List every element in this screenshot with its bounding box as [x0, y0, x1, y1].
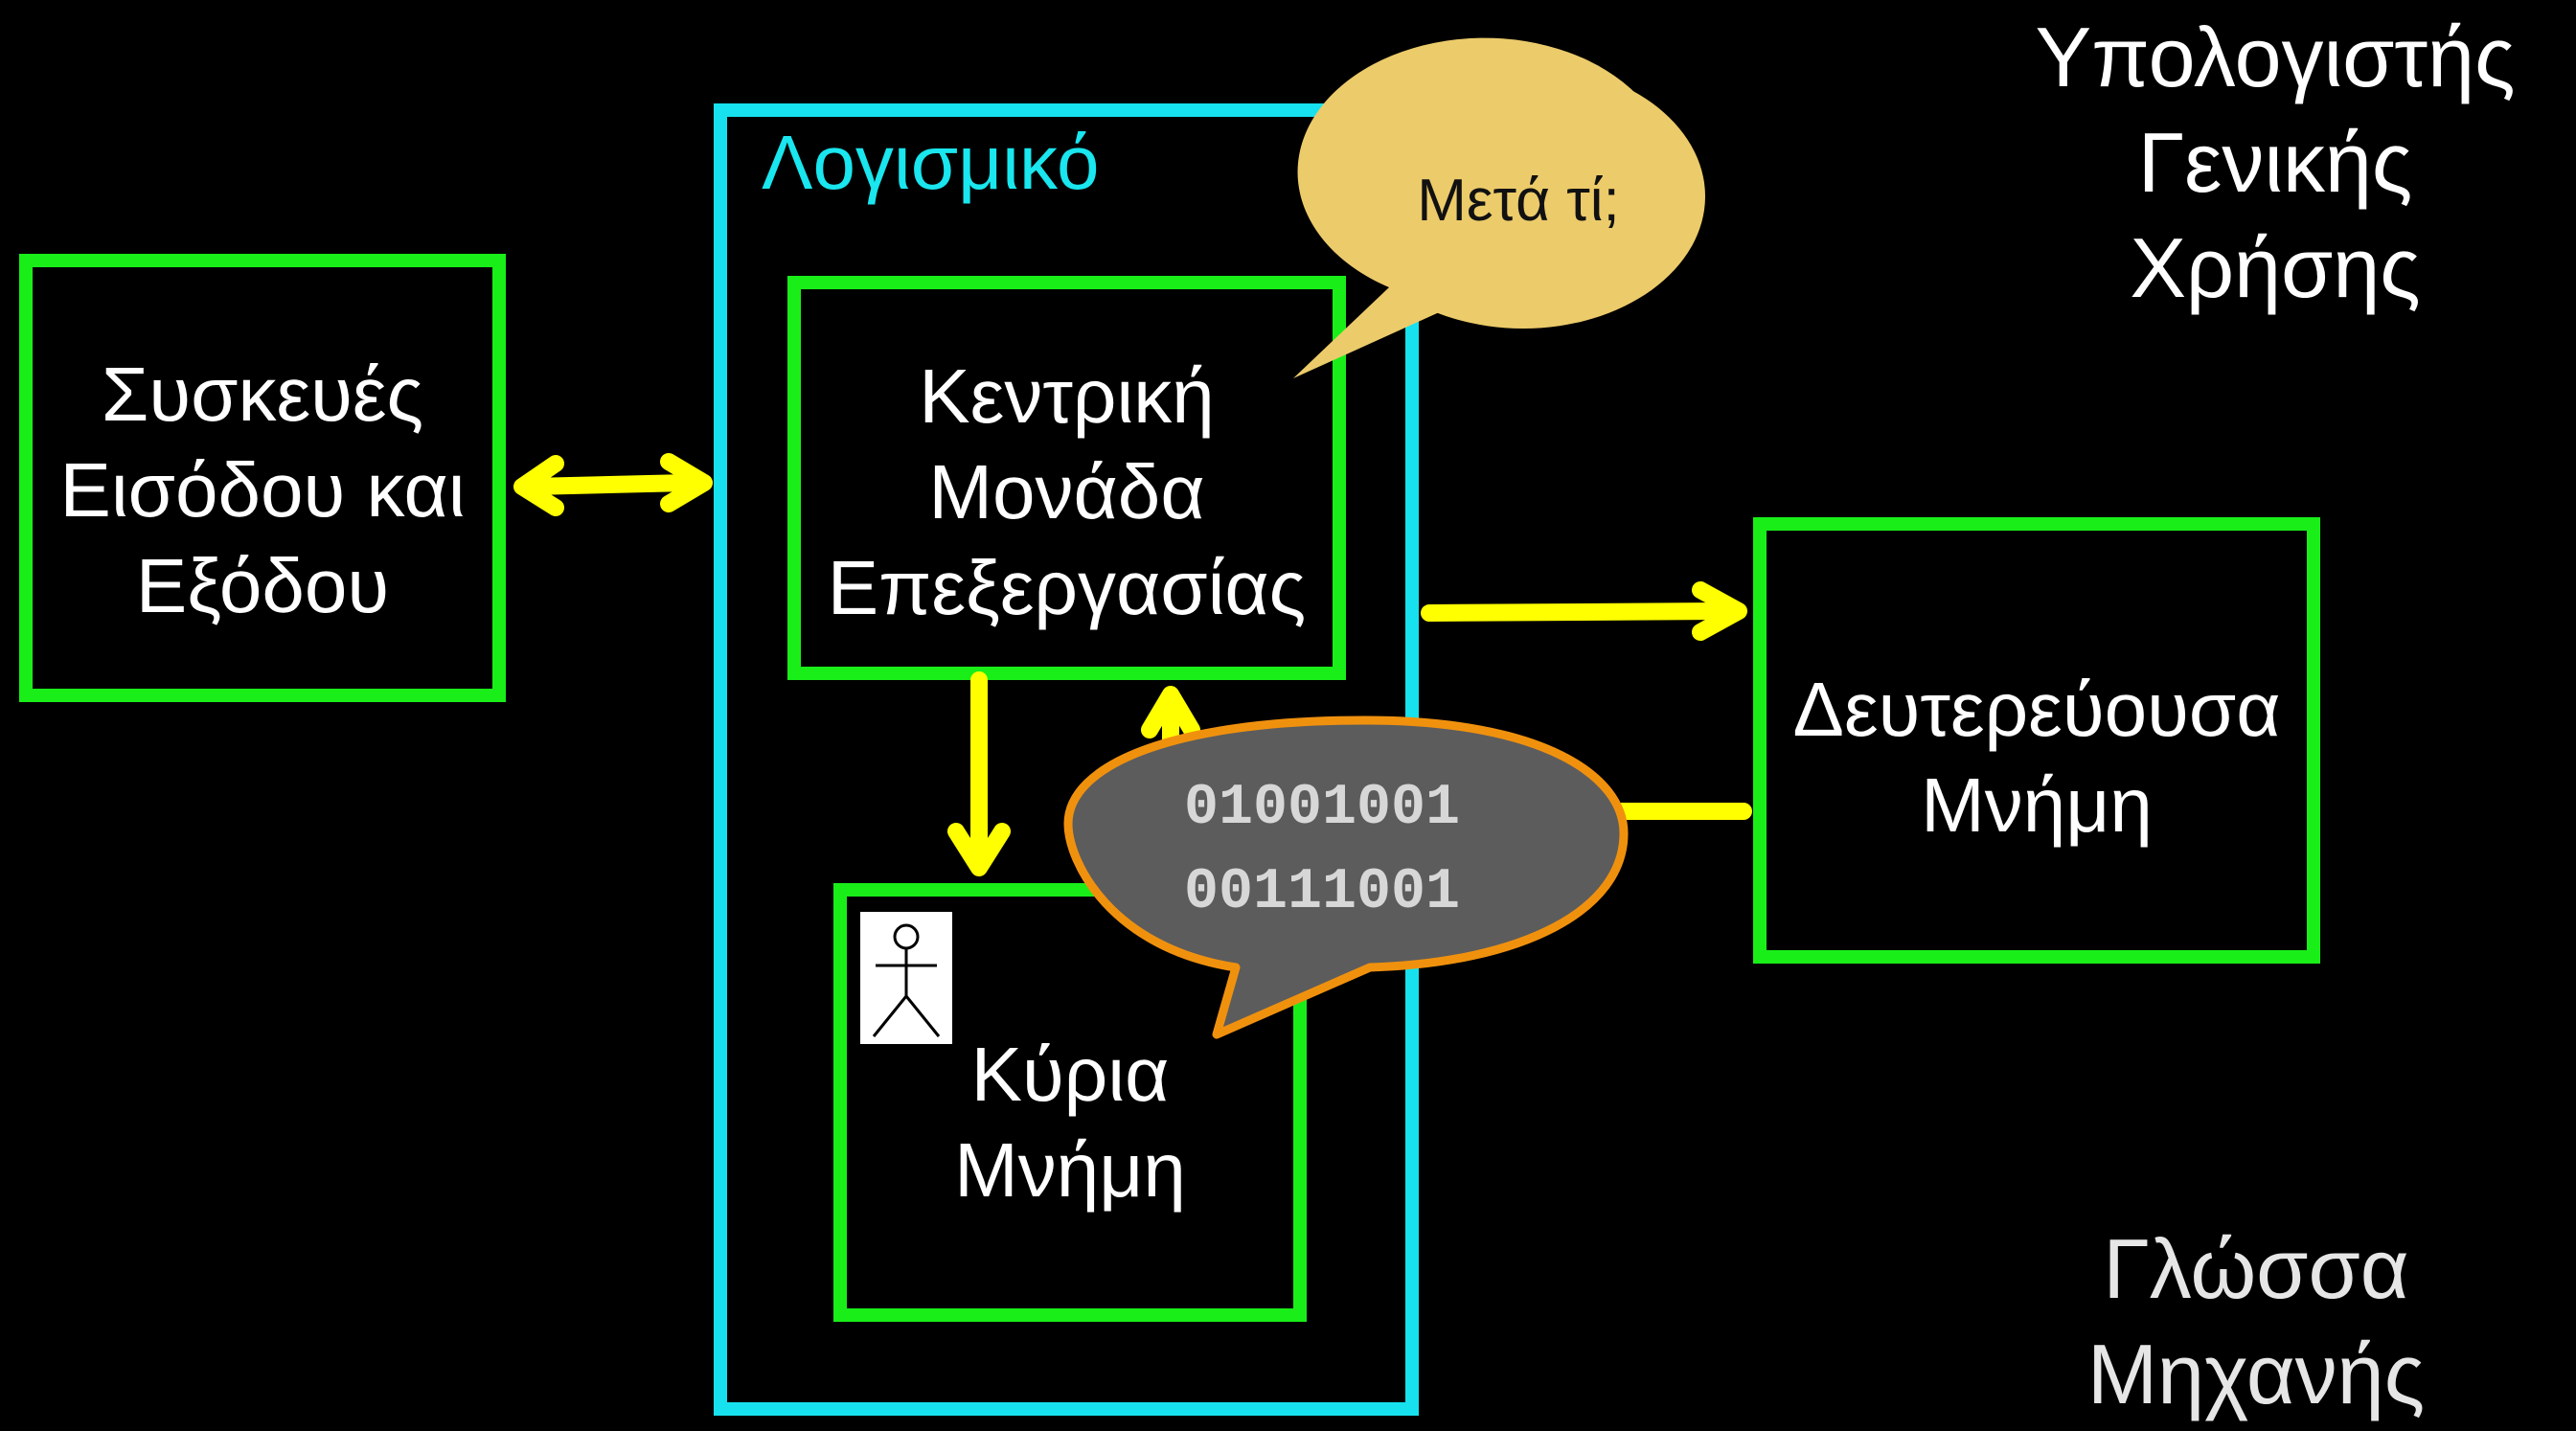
title-line-2: Γενικής	[2137, 115, 2413, 210]
cpu-box: Κεντρική Μονάδα Επεξεργασίας	[787, 276, 1346, 680]
main-memory-label: Κύρια Μνήμη	[847, 1027, 1293, 1218]
cpu-line-2: Μονάδα	[928, 449, 1205, 534]
secondary-memory-line-2: Μνήμη	[1921, 762, 2153, 848]
binary-line-2: 00111001	[1183, 860, 1461, 925]
cpu-line-3: Επεξεργασίας	[827, 545, 1307, 630]
main-memory-line-1: Κύρια	[970, 1032, 1170, 1117]
io-devices-line-3: Εξόδου	[135, 543, 390, 628]
secondary-arrowhead-right	[1692, 581, 1747, 641]
secondary-memory-label: Δευτερεύουσα Μνήμη	[1767, 662, 2307, 853]
io-arrowhead-left	[513, 455, 564, 516]
io-devices-line-2: Εισόδου και	[59, 447, 466, 533]
title-line-3: Χρήσης	[2130, 220, 2421, 315]
title-line-1: Υπολογιστής	[2035, 10, 2516, 104]
secondary-memory-box: Δευτερεύουσα Μνήμη	[1753, 517, 2320, 964]
person-icon	[860, 912, 952, 1044]
main-memory-line-2: Μνήμη	[954, 1127, 1186, 1213]
speech-bubble-text: Μετά τί;	[1417, 168, 1620, 234]
binary-line-1: 01001001	[1183, 776, 1461, 841]
subtitle-line-1: Γλώσσα	[2103, 1221, 2409, 1316]
software-arrowhead-right	[660, 453, 713, 512]
diagram-subtitle: Γλώσσα Μηχανής	[2002, 1216, 2510, 1427]
io-devices-line-1: Συσκευές	[101, 352, 424, 437]
cpu-line-1: Κεντρική	[919, 353, 1215, 439]
subtitle-line-2: Μηχανής	[2086, 1327, 2426, 1421]
io-devices-box: Συσκευές Εισόδου και Εξόδου	[19, 254, 506, 702]
io-devices-label: Συσκευές Εισόδου και Εξόδου	[33, 347, 492, 634]
binary-bubble-text: 01001001 00111001	[1130, 766, 1514, 935]
software-secondary-arrow	[1421, 602, 1731, 622]
memory-arrowhead-down	[947, 823, 1011, 876]
cpu-label: Κεντρική Μονάδα Επεξεργασίας	[801, 349, 1333, 636]
io-software-arrow	[523, 474, 696, 495]
secondary-memory-line-1: Δευτερεύουσα	[1792, 667, 2281, 752]
diagram-title: Υπολογιστής Γενικής Χρήσης	[1983, 5, 2567, 321]
cpu-arrowhead-up	[1141, 686, 1200, 738]
binary-bubble	[1063, 716, 1629, 1039]
software-container	[714, 103, 1419, 1416]
software-label: Λογισμικό	[762, 120, 1100, 205]
